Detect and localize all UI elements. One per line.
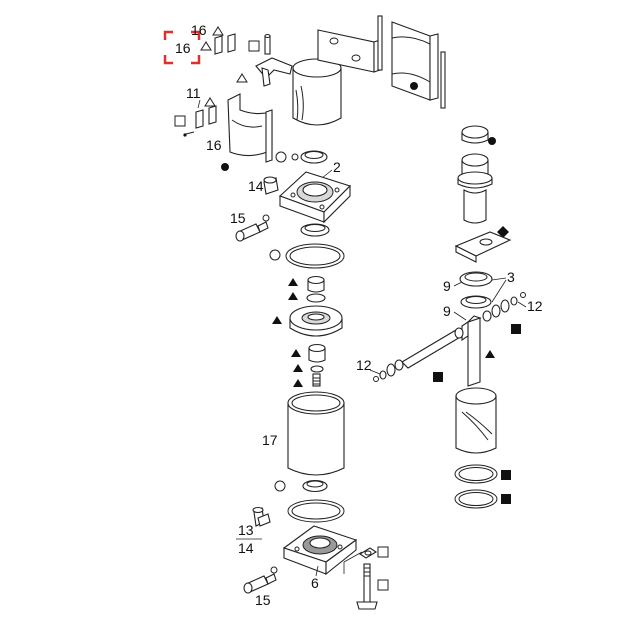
triangle-filled-icon bbox=[288, 292, 298, 300]
bushing-part bbox=[307, 275, 325, 293]
square-open-icon bbox=[377, 579, 389, 591]
square-filled-icon bbox=[433, 372, 443, 382]
selection-marker[interactable] bbox=[163, 30, 201, 65]
small-parts-cluster bbox=[373, 359, 404, 382]
label-2[interactable]: 2 bbox=[333, 159, 341, 175]
triangle-filled-icon bbox=[288, 278, 298, 286]
triangle-filled-icon bbox=[291, 349, 301, 357]
label-12-right[interactable]: 12 bbox=[527, 298, 543, 314]
rod-part bbox=[377, 15, 446, 109]
square-filled-icon bbox=[511, 324, 521, 334]
bushing-part bbox=[308, 343, 326, 363]
circle-open-icon bbox=[274, 480, 286, 492]
dot-filled-icon bbox=[410, 82, 418, 90]
long-bolt bbox=[356, 563, 378, 610]
label-15-bottom[interactable]: 15 bbox=[255, 592, 271, 608]
horizontal-shaft bbox=[401, 327, 464, 369]
bracket-plate bbox=[454, 231, 512, 263]
label-17[interactable]: 17 bbox=[262, 432, 278, 448]
label-6[interactable]: 6 bbox=[311, 575, 319, 591]
seal-ring bbox=[300, 223, 330, 237]
square-open-icon bbox=[377, 546, 389, 558]
label-11[interactable]: 11 bbox=[186, 85, 201, 101]
triangle-open-icon bbox=[200, 26, 248, 83]
square-filled-icon bbox=[501, 494, 511, 504]
bolt-small bbox=[312, 373, 321, 387]
small-parts-cluster bbox=[482, 292, 526, 322]
valve-part bbox=[243, 566, 278, 594]
triangle-filled-icon bbox=[272, 316, 282, 324]
label-16-top[interactable]: 16 bbox=[191, 22, 207, 38]
seal-ring bbox=[302, 479, 328, 493]
vertical-shaft bbox=[461, 315, 482, 387]
label-9-bottom[interactable]: 9 bbox=[443, 303, 451, 319]
square-open-icon bbox=[174, 115, 186, 127]
pin-part bbox=[264, 33, 271, 55]
label-14-lower[interactable]: 14 bbox=[238, 540, 254, 556]
fitting-part bbox=[252, 506, 271, 527]
washer-part bbox=[306, 293, 326, 303]
bracket-part bbox=[255, 57, 293, 87]
sleeve-cylinder bbox=[292, 58, 342, 126]
piston-disc bbox=[289, 305, 343, 337]
seal-ring bbox=[459, 271, 493, 287]
valve-part bbox=[235, 214, 270, 242]
circle-open-icon bbox=[275, 151, 287, 163]
dot-filled-icon bbox=[221, 163, 229, 171]
clip-part bbox=[183, 105, 217, 137]
o-ring bbox=[287, 499, 345, 523]
upper-housing bbox=[278, 171, 352, 224]
dot-filled-icon bbox=[488, 137, 496, 145]
triangle-open-icon bbox=[204, 97, 216, 107]
base-housing bbox=[282, 525, 358, 576]
triangle-filled-icon bbox=[485, 350, 495, 358]
label-15-top[interactable]: 15 bbox=[230, 210, 246, 226]
seal-ring bbox=[300, 150, 328, 164]
label-13[interactable]: 13 bbox=[238, 522, 254, 538]
label-14[interactable]: 14 bbox=[248, 178, 264, 194]
cap-part bbox=[461, 125, 489, 144]
o-ring bbox=[454, 464, 498, 484]
square-filled-icon bbox=[501, 470, 511, 480]
circle-open-icon bbox=[269, 249, 281, 261]
lower-sleeve bbox=[455, 387, 497, 454]
shield-part bbox=[227, 93, 273, 163]
hex-nut-icon bbox=[497, 226, 509, 238]
fitting-part bbox=[263, 176, 279, 195]
o-ring bbox=[454, 489, 498, 509]
label-12-left[interactable]: 12 bbox=[356, 357, 372, 373]
label-3[interactable]: 3 bbox=[507, 269, 515, 285]
washer-part bbox=[310, 365, 324, 373]
clip-part bbox=[214, 33, 236, 55]
label-9-top[interactable]: 9 bbox=[443, 278, 451, 294]
main-cylinder bbox=[287, 391, 345, 476]
seal-ring bbox=[460, 295, 492, 309]
label-16-selected[interactable]: 16 bbox=[175, 40, 191, 56]
washer-part bbox=[358, 547, 378, 559]
half-shell-part bbox=[391, 21, 439, 101]
square-open-icon bbox=[248, 40, 260, 52]
triangle-filled-icon bbox=[293, 364, 303, 372]
triangle-filled-icon bbox=[293, 379, 303, 387]
o-ring bbox=[285, 243, 345, 269]
shaft-sleeve bbox=[457, 153, 493, 224]
label-16-lower[interactable]: 16 bbox=[206, 137, 222, 153]
